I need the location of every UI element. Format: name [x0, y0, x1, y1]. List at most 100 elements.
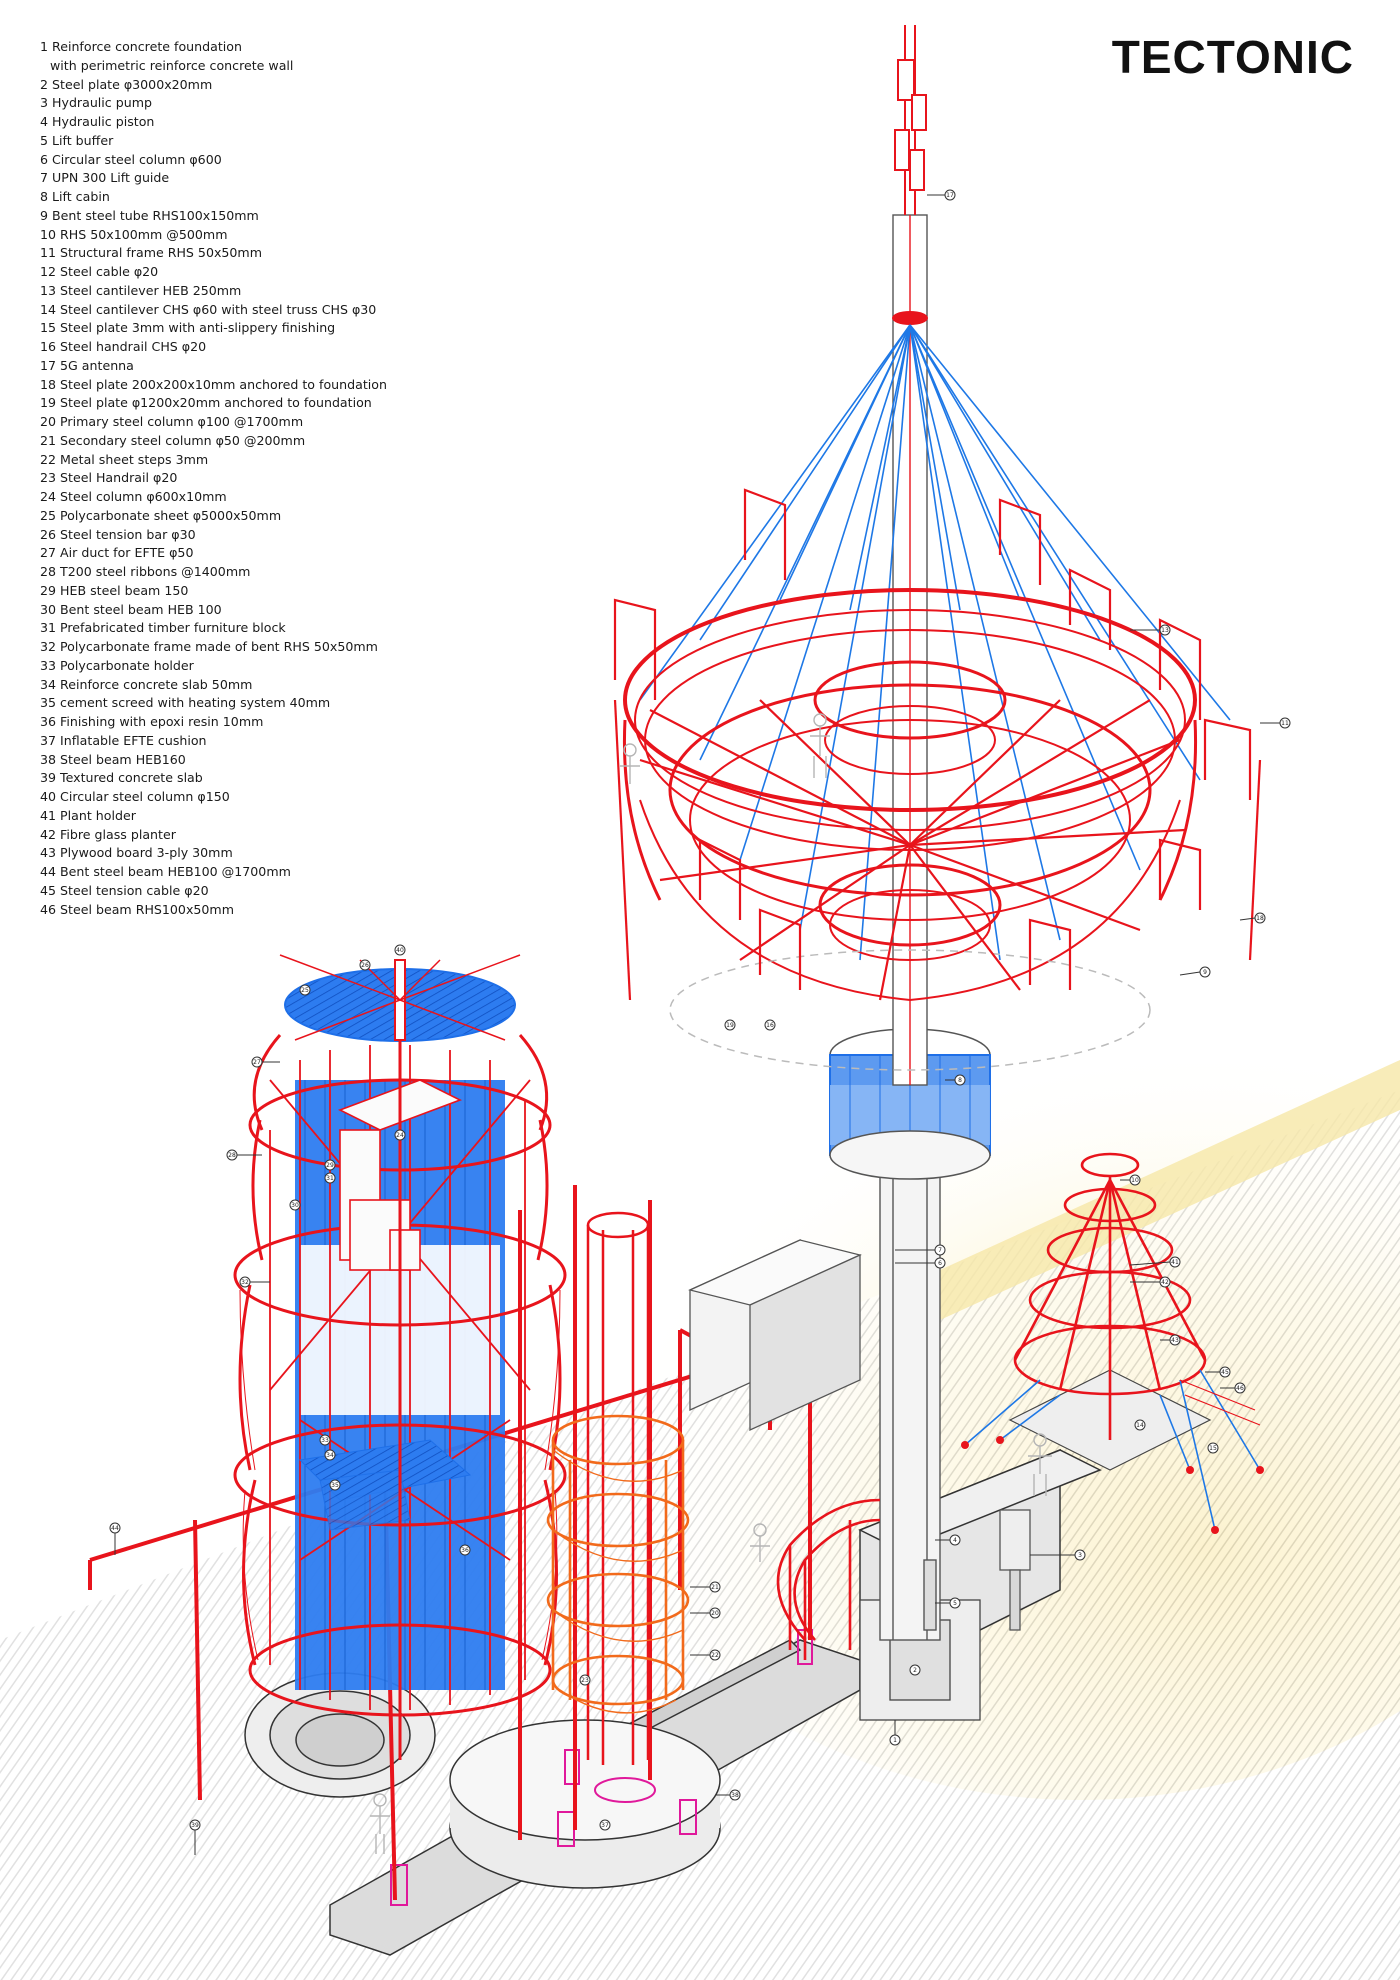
legend-item-number: 4: [40, 114, 49, 129]
hydraulic-piston: [999, 1509, 1031, 1631]
callout-number: 6: [938, 1260, 942, 1267]
callout-13: 13: [1130, 624, 1171, 636]
legend-item-label: Hydraulic piston: [52, 114, 155, 129]
legend-item-label: Circular steel column φ150: [60, 789, 230, 804]
callout-40: 40: [394, 944, 406, 956]
callout-number: 46: [1236, 1385, 1244, 1392]
legend-item-number: 19: [40, 395, 57, 411]
capsule-floor-plates: [298, 1439, 472, 1531]
legend-item-label: Plant holder: [60, 807, 136, 823]
callout-number: 33: [321, 1437, 329, 1444]
legend-item-number: 37: [40, 732, 57, 748]
legend-item-number: 29: [40, 582, 57, 598]
legend-item-number: 39: [40, 770, 57, 786]
callout-number: 34: [326, 1452, 334, 1459]
callout-11: 11: [1260, 717, 1291, 729]
legend-item-label: UPN 300 Lift guide: [52, 170, 170, 186]
callout-number: 32: [241, 1279, 249, 1286]
callout-5: 5: [935, 1597, 961, 1609]
callout-number: 45: [1221, 1369, 1229, 1376]
callout-43: 43: [1160, 1334, 1181, 1346]
callout-number: 17: [946, 192, 954, 199]
legend-item-label: Primary steel column φ100 @1700mm: [60, 414, 304, 429]
callout-41: 41: [1129, 1256, 1181, 1268]
legend-item-label: Steel cantilever HEB 250mm: [60, 282, 242, 298]
legend-item-label: Metal sheet steps 3mm: [60, 451, 209, 467]
legend-item-number: 32: [40, 639, 57, 654]
callout-37: 37: [599, 1819, 611, 1831]
lift-shaft: [879, 1099, 941, 1641]
callout-18: 18: [1239, 912, 1266, 924]
legend-item-label: Textured concrete slab: [60, 770, 203, 786]
callout-number: 40: [396, 947, 404, 954]
callout-16: 16: [764, 1019, 776, 1031]
callout-33: 33: [319, 1434, 331, 1446]
callout-number: 10: [1131, 1177, 1139, 1184]
callout-number: 41: [1171, 1259, 1179, 1266]
callout-21: 21: [690, 1581, 721, 1593]
callout-46: 46: [1220, 1382, 1246, 1394]
legend-item-label: Polycarbonate frame made of bent RHS 50x…: [60, 639, 378, 654]
legend-item-label: Prefabricated timber furniture block: [60, 620, 286, 636]
legend-item-number: 31: [40, 620, 57, 636]
legend-item-label: Steel plate φ3000x20mm: [52, 76, 213, 92]
callout-number: 5: [953, 1600, 957, 1607]
callout-22: 22: [690, 1649, 721, 1661]
callout-markers: 17 13 11 18 9 19 16 8 7 6 4 5 3 2 1 40 2…: [109, 189, 1291, 1855]
legend-item-number: 44: [40, 864, 57, 879]
callout-number: 18: [1256, 915, 1264, 922]
legend-item-number: 40: [40, 789, 57, 804]
callout-number: 31: [326, 1175, 334, 1182]
callout-25: 25: [299, 984, 311, 996]
legend-item-number: 28: [40, 564, 57, 579]
callout-number: 26: [361, 962, 369, 969]
main-tower: [613, 25, 1262, 1721]
callout-17: 17: [927, 189, 956, 201]
legend-item-label: 5G antenna: [60, 357, 134, 373]
callout-1: 1: [889, 1720, 901, 1746]
sheet-title: TECTONIC: [1111, 31, 1354, 83]
legend-item-number: 20: [40, 414, 57, 429]
legend-item-label: Inflatable EFTE cushion: [60, 732, 207, 748]
callout-number: 9: [1203, 969, 1207, 976]
callout-number: 16: [766, 1022, 774, 1029]
legend-item-number: 25: [40, 507, 57, 523]
legend-item-label: Steel handrail CHS φ20: [60, 339, 207, 354]
callout-number: 1: [893, 1737, 897, 1744]
legend-item-label: Steel beam RHS100x50mm: [60, 901, 234, 917]
platform-spokes: [639, 699, 1186, 1001]
capsule-rib-cage: [239, 1289, 561, 1661]
legend-item-number: 43: [40, 845, 57, 861]
callout-number: 15: [1209, 1445, 1217, 1452]
legend-item-number: 10: [40, 226, 57, 242]
callout-number: 36: [461, 1547, 469, 1554]
legend-item-number: 14: [40, 301, 57, 317]
legend-item-label: Steel plate φ1200x20mm anchored to found…: [60, 395, 372, 411]
callout-number: 4: [953, 1537, 957, 1544]
callout-3: 3: [1030, 1549, 1086, 1561]
callout-14: 14: [1134, 1419, 1146, 1431]
callout-28: 28: [226, 1149, 262, 1161]
legend-item-label: Reinforce concrete slab 50mm: [60, 676, 253, 692]
legend-item-number: 3: [40, 95, 49, 111]
callout-38: 38: [715, 1789, 741, 1801]
callout-19: 19: [724, 1019, 736, 1031]
callout-number: 14: [1136, 1422, 1144, 1429]
legend-item-number: 18: [40, 376, 57, 392]
